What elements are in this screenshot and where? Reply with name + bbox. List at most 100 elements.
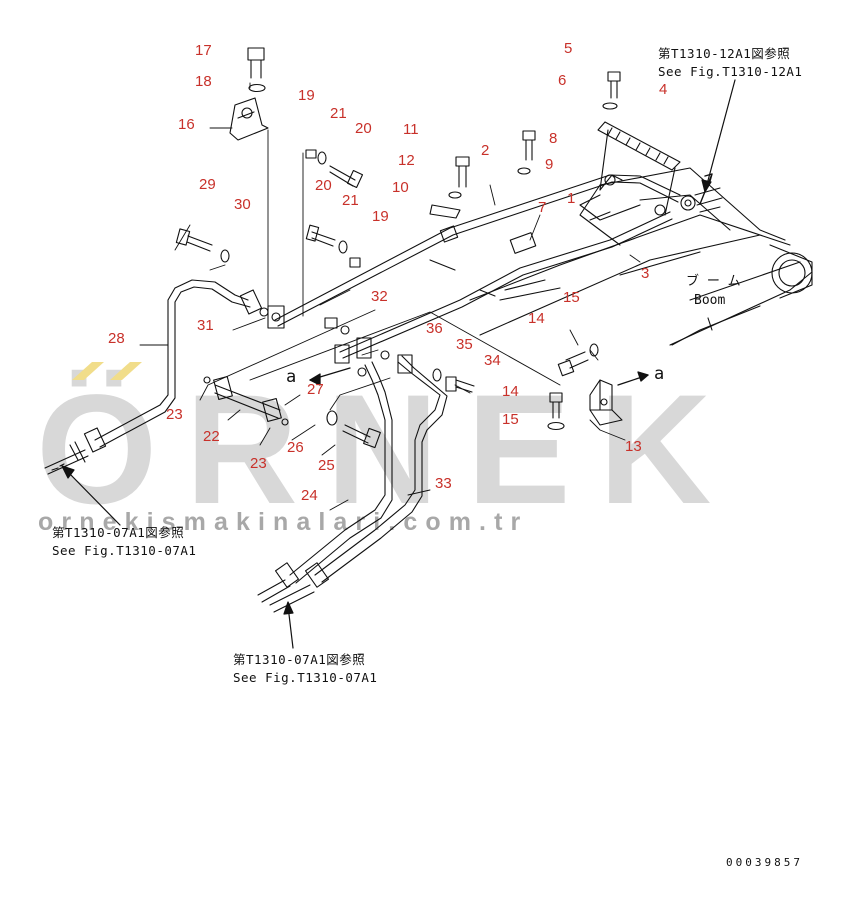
bolt-5 bbox=[607, 71, 621, 99]
watermark-accent bbox=[72, 362, 142, 380]
callout-36: 36 bbox=[426, 320, 443, 337]
boom-label-en: Boom bbox=[694, 293, 726, 308]
callout-13: 13 bbox=[625, 438, 642, 455]
callout-25: 25 bbox=[318, 457, 335, 474]
bolt-14b bbox=[549, 392, 563, 419]
callout-18: 18 bbox=[195, 73, 212, 90]
guard-plate-4 bbox=[579, 121, 681, 221]
callout-20: 20 bbox=[355, 120, 372, 137]
washer-9 bbox=[517, 167, 531, 175]
washer-18 bbox=[248, 83, 266, 93]
callout-3: 3 bbox=[641, 265, 650, 282]
pipe-33 bbox=[269, 355, 448, 613]
callout-20b: 20 bbox=[315, 177, 332, 194]
callout-32: 32 bbox=[371, 288, 388, 305]
callout-24: 24 bbox=[301, 487, 318, 504]
bolt-20 bbox=[329, 165, 364, 189]
nut-19b bbox=[349, 257, 361, 268]
washer-35 bbox=[432, 368, 442, 382]
bracket-13 bbox=[589, 379, 623, 426]
callout-1: 1 bbox=[567, 190, 576, 207]
view-mark-right: a bbox=[654, 364, 665, 384]
callout-34: 34 bbox=[484, 352, 501, 369]
ref-arrow-topright bbox=[701, 79, 736, 193]
clamp-10 bbox=[429, 204, 461, 219]
callout-33: 33 bbox=[435, 475, 452, 492]
ref-note-left-en: See Fig.T1310-07A1 bbox=[52, 543, 197, 558]
bolt-17 bbox=[247, 47, 265, 79]
bolt-20b bbox=[305, 224, 336, 247]
clamp-22 bbox=[203, 375, 289, 426]
callout-27: 27 bbox=[307, 381, 324, 398]
callout-16: 16 bbox=[178, 116, 195, 133]
callout-26: 26 bbox=[287, 439, 304, 456]
watermark-brand: ÖRNEK bbox=[36, 363, 740, 537]
callout-9: 9 bbox=[545, 156, 554, 173]
callout-5: 5 bbox=[564, 40, 573, 57]
view-mark-left: a bbox=[286, 367, 297, 387]
pipe-1 bbox=[339, 211, 673, 359]
pipe-24 bbox=[257, 361, 393, 603]
washer-15a bbox=[589, 343, 599, 357]
boom-body bbox=[429, 167, 813, 346]
washer-21b bbox=[338, 240, 348, 254]
ref-note-left-jp: 第T1310-07A1図参照 bbox=[52, 525, 185, 540]
pipe-clamps bbox=[439, 173, 723, 254]
washer-15b bbox=[547, 421, 565, 431]
pipe-2 bbox=[274, 174, 681, 327]
callout-19: 19 bbox=[298, 87, 315, 104]
callout-10: 10 bbox=[392, 179, 409, 196]
clamp-36 bbox=[397, 354, 413, 374]
callout-21: 21 bbox=[330, 105, 347, 122]
ref-note-top-right-en: See Fig.T1310-12A1 bbox=[658, 64, 803, 79]
ref-note-bottom-en: See Fig.T1310-07A1 bbox=[233, 670, 378, 685]
view-arrow-right bbox=[617, 371, 649, 386]
watermark-url: ornekismakinalari.com.tr bbox=[38, 508, 529, 536]
washer-30 bbox=[220, 249, 230, 263]
callout-7: 7 bbox=[538, 199, 547, 216]
callout-22: 22 bbox=[203, 428, 220, 445]
callout-14b: 14 bbox=[502, 383, 519, 400]
washer-12 bbox=[448, 191, 462, 199]
leader-lines bbox=[139, 82, 641, 511]
callout-35: 35 bbox=[456, 336, 473, 353]
callout-11: 11 bbox=[403, 121, 419, 138]
ref-note-top-right-jp: 第T1310-12A1図参照 bbox=[658, 46, 791, 61]
pipe-28 bbox=[44, 279, 263, 475]
nut-19 bbox=[305, 149, 317, 159]
document-number: 00039857 bbox=[726, 856, 803, 869]
washer-21 bbox=[317, 151, 327, 165]
bolt-11 bbox=[455, 156, 470, 188]
callout-23b: 23 bbox=[250, 455, 267, 472]
callout-15: 15 bbox=[563, 289, 580, 306]
ref-arrow-left bbox=[61, 465, 121, 526]
boom-label-jp: ブ ー ム bbox=[686, 274, 741, 289]
callout-12: 12 bbox=[398, 152, 415, 169]
washer-6 bbox=[602, 102, 618, 110]
bolt-8 bbox=[522, 130, 536, 161]
callout-14: 14 bbox=[528, 310, 545, 327]
callout-4: 4 bbox=[659, 81, 668, 98]
view-arrow-left bbox=[309, 367, 351, 386]
callout-19b: 19 bbox=[372, 208, 389, 225]
callout-15b: 15 bbox=[502, 411, 519, 428]
bolt-29 bbox=[175, 228, 213, 252]
coupling-32 bbox=[324, 317, 390, 377]
callout-30: 30 bbox=[234, 196, 251, 213]
callout-31: 31 bbox=[197, 317, 214, 334]
bolt-25 bbox=[342, 424, 381, 449]
bolt-34 bbox=[445, 376, 475, 393]
callout-2: 2 bbox=[481, 142, 490, 159]
callout-8: 8 bbox=[549, 130, 558, 147]
bolt-14a bbox=[557, 351, 589, 377]
callout-28: 28 bbox=[108, 330, 125, 347]
callout-23: 23 bbox=[166, 406, 183, 423]
ref-note-bottom-jp: 第T1310-07A1図参照 bbox=[233, 652, 366, 667]
callout-21b: 21 bbox=[342, 192, 359, 209]
ref-arrow-bottom bbox=[283, 601, 294, 649]
clamp-31 bbox=[259, 305, 285, 329]
callout-17: 17 bbox=[195, 42, 212, 59]
callout-6: 6 bbox=[558, 72, 567, 89]
